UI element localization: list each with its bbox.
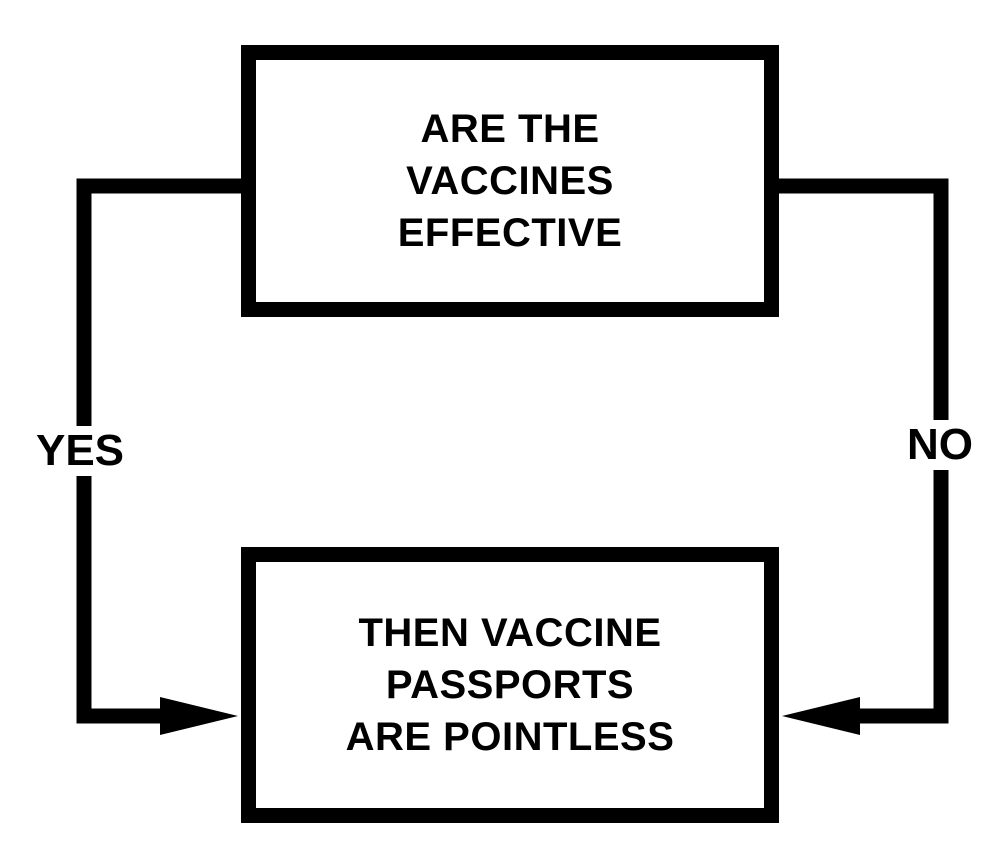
conclusion-box: THEN VACCINE PASSPORTS ARE POINTLESS [241,547,779,823]
no-branch-label: NO [890,420,990,470]
no-arrowhead [782,697,860,735]
question-text: ARE THE VACCINES EFFECTIVE [397,107,623,255]
question-box: ARE THE VACCINES EFFECTIVE [241,45,779,317]
yes-arrowhead [160,697,238,735]
conclusion-text: THEN VACCINE PASSPORTS ARE POINTLESS [345,611,675,759]
yes-branch-label: YES [22,426,138,476]
